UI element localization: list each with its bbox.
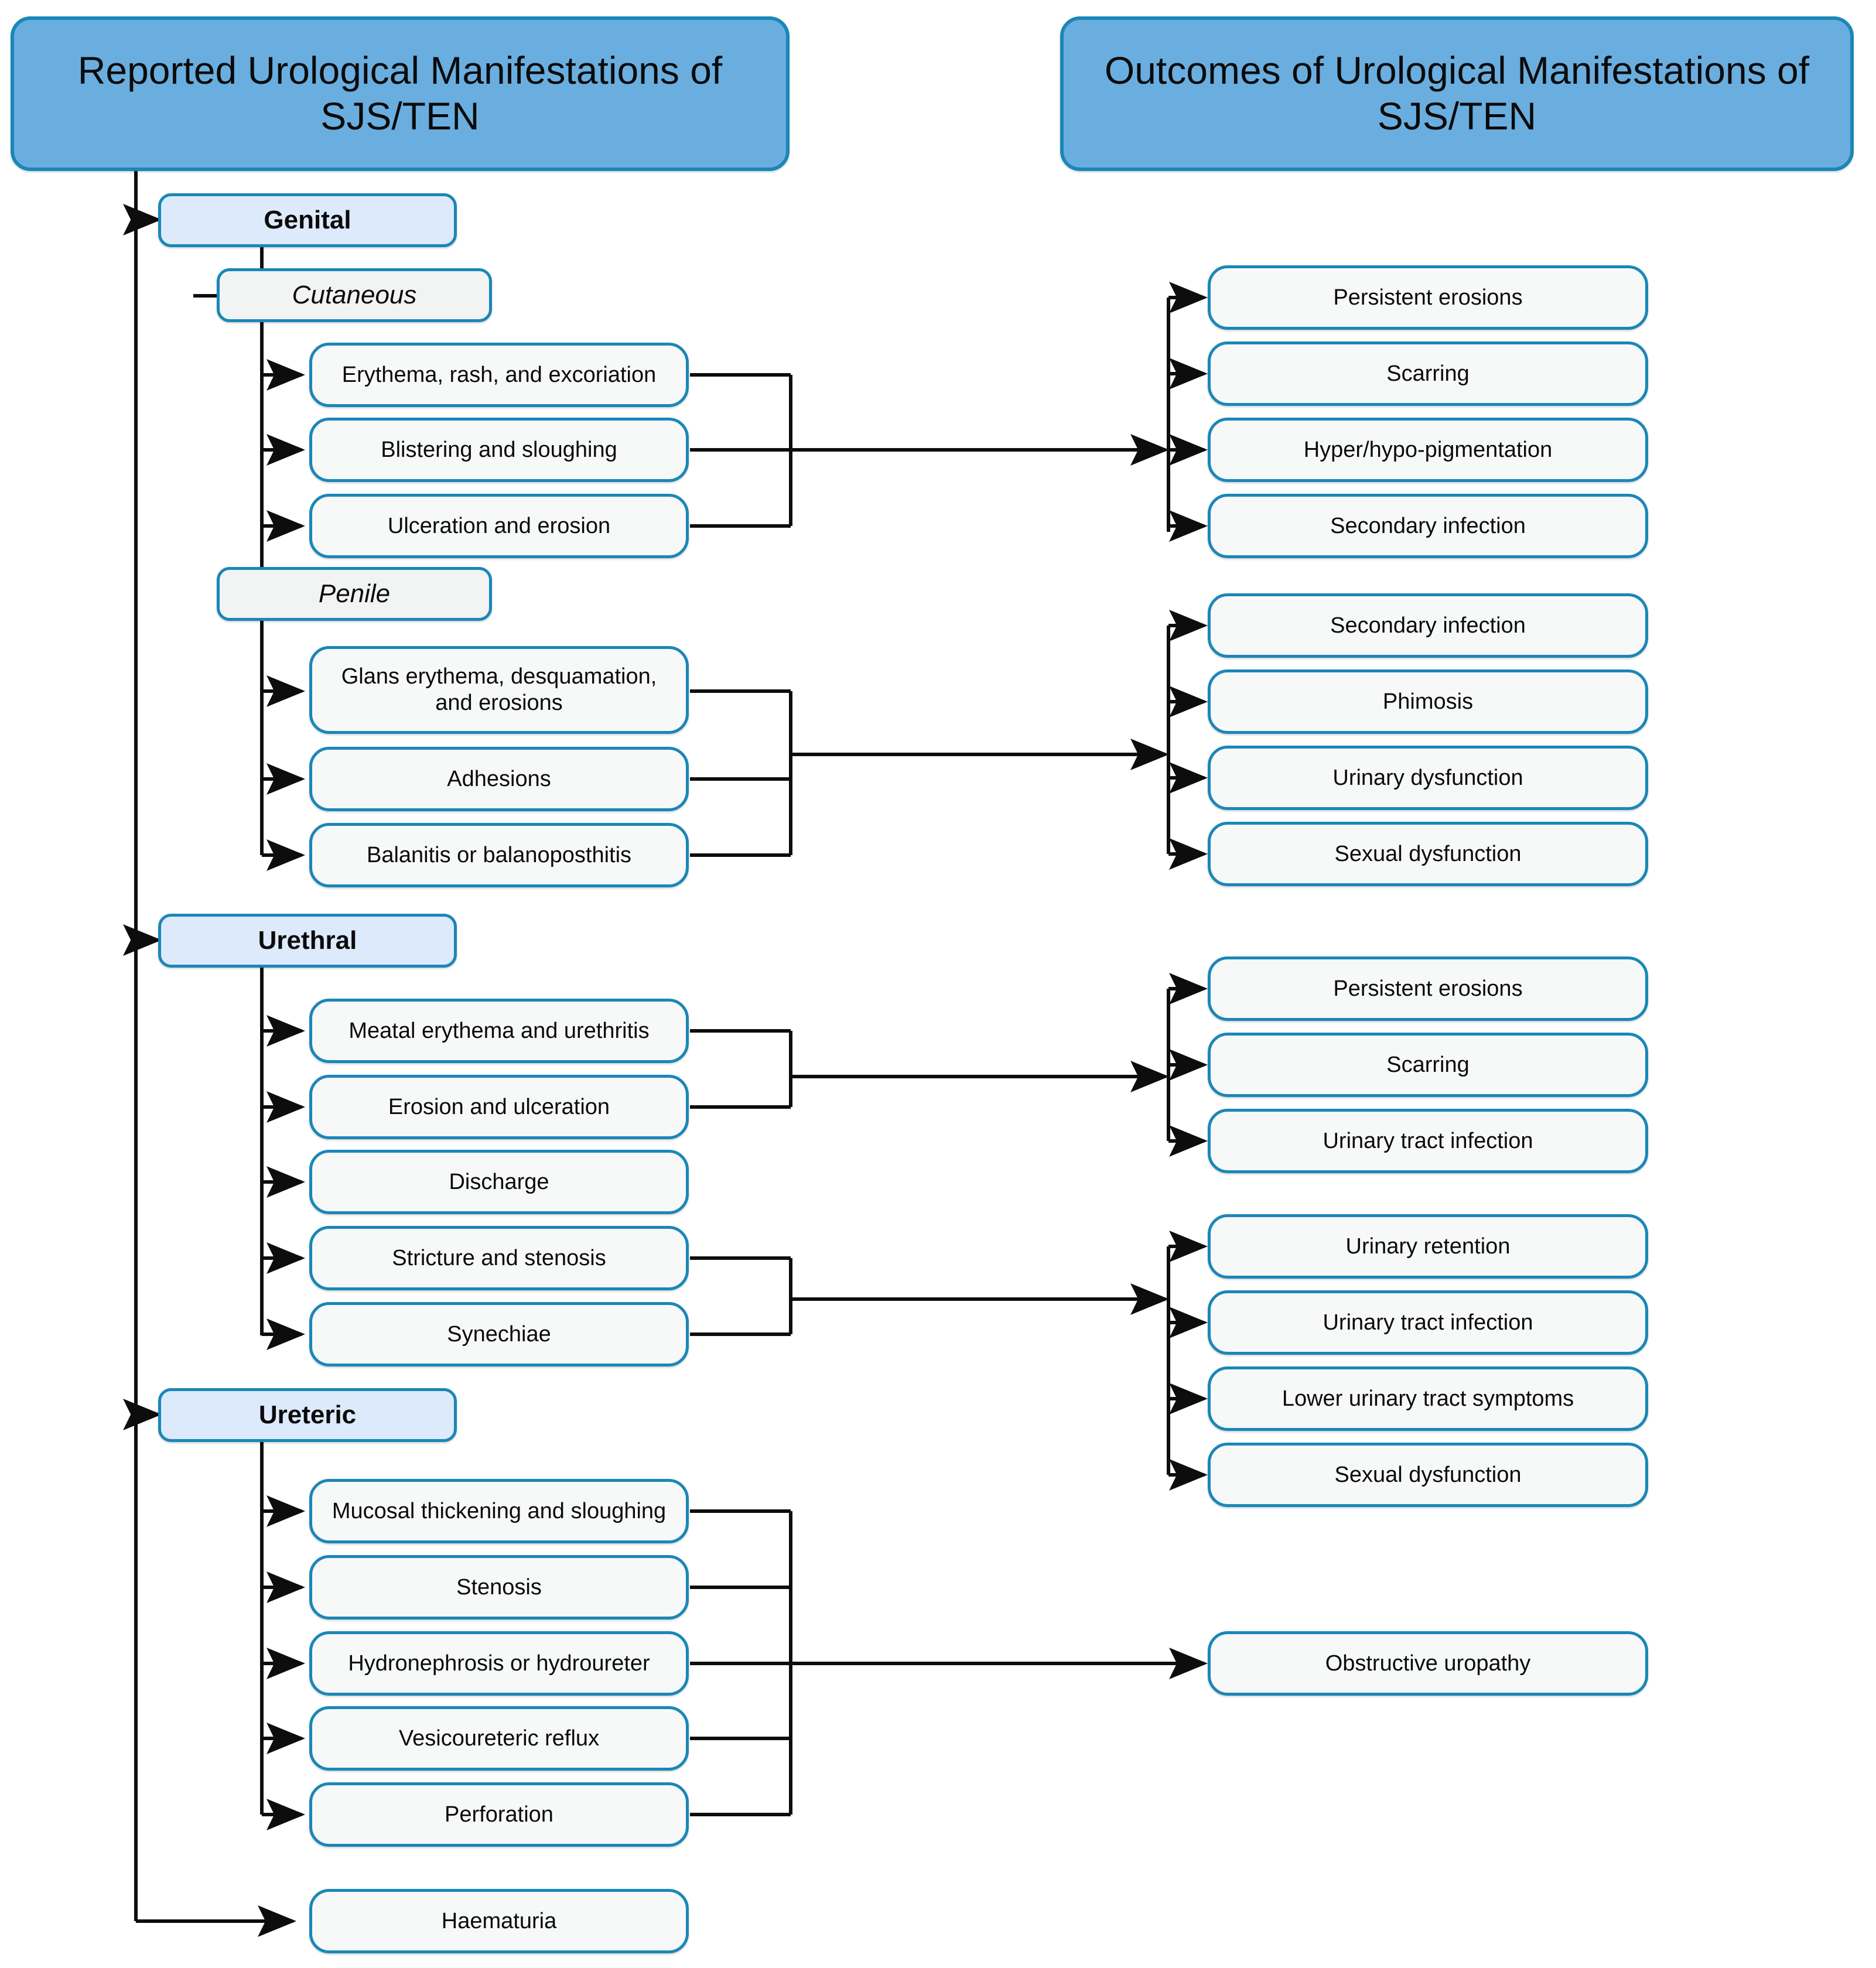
outcome-label: Obstructive uropathy — [1325, 1651, 1531, 1676]
leaf-haematuria[interactable]: Haematuria — [309, 1889, 689, 1953]
leaf-urethral-2[interactable]: Erosion and ulceration — [309, 1075, 689, 1139]
leaf-ureteric-1[interactable]: Mucosal thickening and sloughing — [309, 1479, 689, 1543]
leaf-label: Meatal erythema and urethritis — [348, 1018, 650, 1043]
leaf-label: Synechiae — [447, 1321, 551, 1347]
leaf-label: Erythema, rash, and excoriation — [341, 362, 657, 387]
outcome-label: Hyper/hypo-pigmentation — [1303, 437, 1553, 462]
outcome-ureteric-1[interactable]: Obstructive uropathy — [1208, 1631, 1648, 1696]
leaf-label: Hydronephrosis or hydroureter — [348, 1651, 650, 1676]
outcome-label: Urinary tract infection — [1323, 1128, 1533, 1153]
outcome-label: Sexual dysfunction — [1334, 841, 1522, 866]
outcome-cutaneous-3[interactable]: Hyper/hypo-pigmentation — [1208, 418, 1648, 482]
leaf-urethral-4[interactable]: Stricture and stenosis — [309, 1226, 689, 1290]
outcome-label: Scarring — [1386, 361, 1470, 386]
outcome-urethral-inflammatory-1[interactable]: Persistent erosions — [1208, 956, 1648, 1021]
subcategory-penile[interactable]: Penile — [217, 567, 492, 621]
leaf-label: Stenosis — [456, 1574, 542, 1600]
outcome-urethral-obstructive-1[interactable]: Urinary retention — [1208, 1214, 1648, 1279]
leaf-label: Mucosal thickening and sloughing — [332, 1498, 667, 1523]
outcome-penile-1[interactable]: Secondary infection — [1208, 593, 1648, 658]
leaf-label: Stricture and stenosis — [392, 1245, 606, 1270]
outcome-cutaneous-1[interactable]: Persistent erosions — [1208, 265, 1648, 330]
outcome-label: Lower urinary tract symptoms — [1282, 1386, 1574, 1411]
outcome-label: Persistent erosions — [1333, 976, 1523, 1001]
outcome-label: Sexual dysfunction — [1334, 1462, 1522, 1487]
header-right: Outcomes of Urological Manifestations of… — [1060, 16, 1854, 171]
outcome-cutaneous-4[interactable]: Secondary infection — [1208, 494, 1648, 558]
outcome-penile-2[interactable]: Phimosis — [1208, 669, 1648, 734]
leaf-label: Ulceration and erosion — [387, 513, 611, 538]
subcategory-cutaneous[interactable]: Cutaneous — [217, 268, 492, 322]
leaf-urethral-1[interactable]: Meatal erythema and urethritis — [309, 999, 689, 1063]
category-urethral[interactable]: Urethral — [158, 914, 457, 968]
leaf-label: Balanitis or balanoposthitis — [366, 842, 632, 867]
leaf-penile-2[interactable]: Adhesions — [309, 747, 689, 811]
category-urethral-label: Urethral — [258, 926, 357, 955]
leaf-ureteric-3[interactable]: Hydronephrosis or hydroureter — [309, 1631, 689, 1696]
header-right-label: Outcomes of Urological Manifestations of… — [1104, 49, 1810, 138]
category-genital-label: Genital — [264, 206, 351, 235]
category-ureteric-label: Ureteric — [258, 1400, 357, 1430]
leaf-label: Haematuria — [441, 1908, 557, 1933]
outcome-label: Urinary tract infection — [1323, 1310, 1533, 1335]
leaf-ureteric-4[interactable]: Vesicoureteric reflux — [309, 1706, 689, 1771]
outcome-penile-3[interactable]: Urinary dysfunction — [1208, 746, 1648, 810]
leaf-label: Blistering and sloughing — [381, 437, 617, 462]
outcome-label: Urinary dysfunction — [1332, 765, 1523, 790]
outcome-label: Persistent erosions — [1333, 285, 1523, 310]
outcome-urethral-inflammatory-2[interactable]: Scarring — [1208, 1033, 1648, 1097]
leaf-urethral-5[interactable]: Synechiae — [309, 1302, 689, 1366]
leaf-cutaneous-1[interactable]: Erythema, rash, and excoriation — [309, 343, 689, 407]
leaf-label: Perforation — [445, 1802, 553, 1827]
leaf-label: Vesicoureteric reflux — [398, 1726, 600, 1751]
leaf-ureteric-2[interactable]: Stenosis — [309, 1555, 689, 1620]
leaf-penile-1[interactable]: Glans erythema, desquamation, and erosio… — [309, 646, 689, 734]
outcome-urethral-obstructive-3[interactable]: Lower urinary tract symptoms — [1208, 1366, 1648, 1431]
header-left-label: Reported Urological Manifestations of SJ… — [77, 49, 723, 138]
outcome-label: Urinary retention — [1345, 1234, 1511, 1259]
header-left: Reported Urological Manifestations of SJ… — [11, 16, 790, 171]
outcome-label: Phimosis — [1382, 689, 1474, 714]
outcome-urethral-obstructive-2[interactable]: Urinary tract infection — [1208, 1290, 1648, 1355]
leaf-ureteric-5[interactable]: Perforation — [309, 1782, 689, 1847]
leaf-cutaneous-3[interactable]: Ulceration and erosion — [309, 494, 689, 558]
leaf-cutaneous-2[interactable]: Blistering and sloughing — [309, 418, 689, 482]
category-genital[interactable]: Genital — [158, 193, 457, 247]
leaf-label: Glans erythema, desquamation, and erosio… — [341, 664, 657, 715]
leaf-urethral-3[interactable]: Discharge — [309, 1150, 689, 1214]
subcategory-cutaneous-label: Cutaneous — [292, 281, 417, 310]
outcome-urethral-inflammatory-3[interactable]: Urinary tract infection — [1208, 1109, 1648, 1173]
outcome-cutaneous-2[interactable]: Scarring — [1208, 341, 1648, 406]
outcome-urethral-obstructive-4[interactable]: Sexual dysfunction — [1208, 1443, 1648, 1507]
outcome-label: Secondary infection — [1330, 513, 1526, 538]
outcome-label: Scarring — [1386, 1052, 1470, 1077]
outcome-label: Secondary infection — [1330, 613, 1526, 638]
leaf-label: Adhesions — [447, 766, 551, 791]
leaf-label: Erosion and ulceration — [388, 1094, 610, 1119]
subcategory-penile-label: Penile — [318, 579, 391, 609]
leaf-penile-3[interactable]: Balanitis or balanoposthitis — [309, 823, 689, 887]
category-ureteric[interactable]: Ureteric — [158, 1388, 457, 1442]
outcome-penile-4[interactable]: Sexual dysfunction — [1208, 822, 1648, 886]
leaf-label: Discharge — [449, 1169, 549, 1194]
